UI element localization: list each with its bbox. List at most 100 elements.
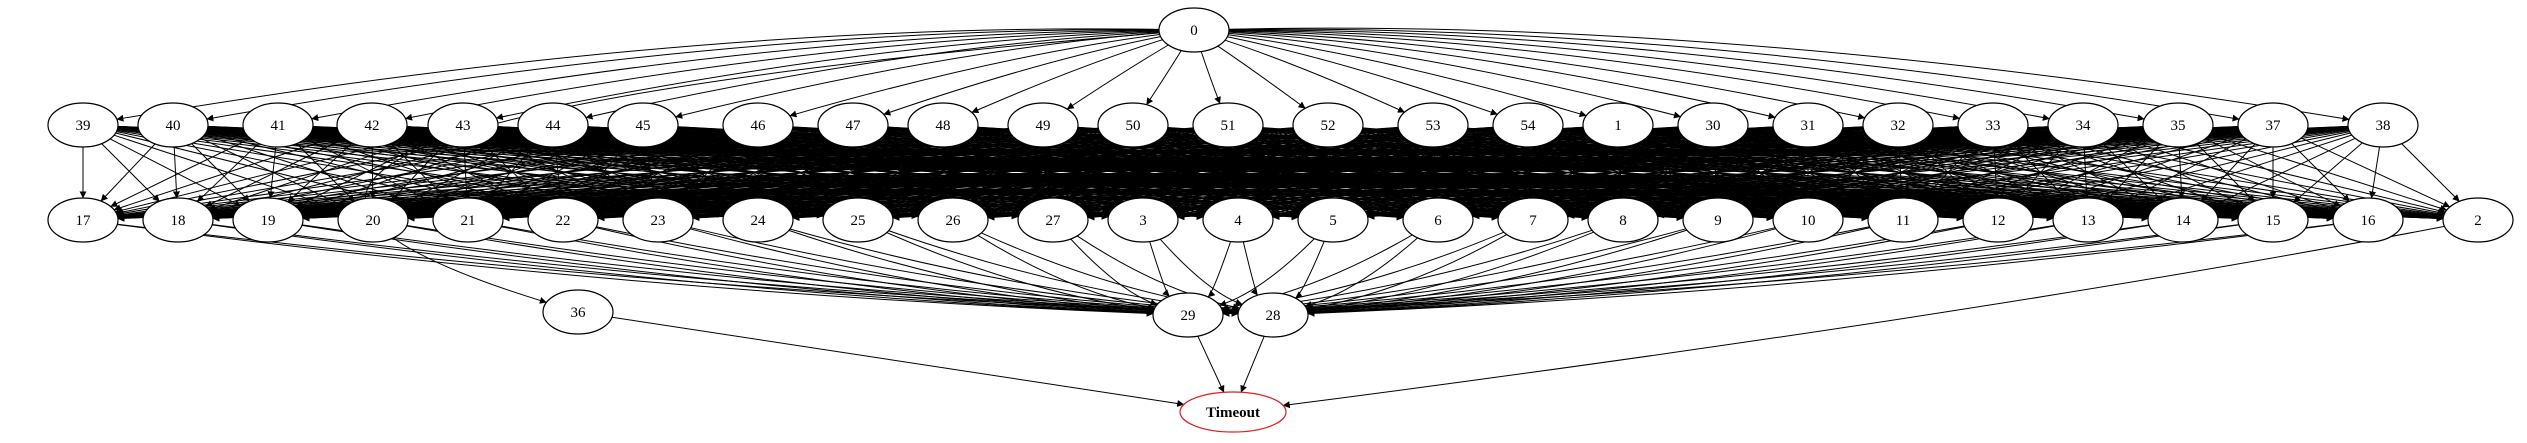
- node-54-label: 54: [1521, 118, 1537, 134]
- edge-0-to-54: [1227, 36, 1498, 116]
- node-41-label: 41: [271, 118, 286, 134]
- node-20-shape: [337, 197, 409, 243]
- node-6-label: 6: [1434, 213, 1442, 229]
- node-32-shape: [1862, 102, 1934, 148]
- node-20-label: 20: [366, 213, 381, 229]
- edge-4-to-29: [1207, 241, 1232, 298]
- node-19-label: 19: [261, 213, 276, 229]
- edge-39-to-18: [101, 143, 160, 202]
- node-40: 40: [137, 102, 209, 148]
- node-16-label: 16: [2361, 213, 2377, 229]
- node-52-label: 52: [1321, 118, 1336, 134]
- node-2-label: 2: [2474, 213, 2482, 229]
- node-33-shape: [1957, 102, 2029, 148]
- node-43: 43: [427, 102, 499, 148]
- node-38: 38: [2347, 102, 2419, 148]
- node-29-shape: [1152, 292, 1224, 338]
- node-Timeout-shape: [1179, 391, 1287, 433]
- edge-0-to-47: [883, 36, 1161, 116]
- edge-42-to-27: [406, 129, 1020, 218]
- edge-21-to-29: [501, 226, 1154, 316]
- node-28-shape: [1237, 292, 1309, 338]
- edge-38-to-26: [987, 126, 2349, 221]
- node-33-label: 33: [1986, 118, 2001, 134]
- edge-26-to-29: [977, 234, 1155, 311]
- node-2-shape: [2442, 197, 2514, 243]
- node-7-shape: [1497, 197, 1569, 243]
- edge-3-to-28: [1159, 238, 1243, 306]
- node-26-shape: [917, 197, 989, 243]
- node-37-shape: [2237, 102, 2309, 148]
- node-17-shape: [47, 197, 119, 243]
- node-11-label: 11: [1896, 213, 1910, 229]
- edge-0-to-34: [1228, 29, 2050, 121]
- edge-0-to-53: [1224, 39, 1405, 113]
- node-29-label: 29: [1181, 308, 1196, 324]
- node-47-shape: [817, 102, 889, 148]
- edge-42-to-17: [113, 134, 342, 212]
- edge-38-to-8: [1656, 128, 2349, 219]
- edge-12-to-29: [1222, 225, 1965, 317]
- node-7-label: 7: [1529, 213, 1537, 229]
- node-53-label: 53: [1426, 118, 1441, 134]
- node-40-label: 40: [166, 118, 181, 134]
- edge-19-to-29: [301, 224, 1154, 317]
- node-13: 13: [2052, 197, 2124, 243]
- node-37: 37: [2237, 102, 2309, 148]
- node-53-shape: [1397, 102, 1469, 148]
- node-10-label: 10: [1801, 213, 1816, 229]
- node-4-shape: [1202, 197, 1274, 243]
- edge-41-to-17: [110, 138, 251, 207]
- node-28: 28: [1237, 292, 1309, 338]
- node-30: 30: [1677, 102, 1749, 148]
- node-27: 27: [1017, 197, 1089, 243]
- node-43-label: 43: [456, 118, 471, 134]
- node-54: 54: [1492, 102, 1564, 148]
- node-38-label: 38: [2376, 118, 2391, 134]
- node-8-shape: [1587, 197, 1659, 243]
- node-18-shape: [142, 197, 214, 243]
- node-17-label: 17: [76, 213, 92, 229]
- edge-0-to-1: [1228, 34, 1587, 118]
- edge-15-to-29: [1222, 224, 2239, 317]
- node-16: 16: [2332, 197, 2404, 243]
- edge-0-to-32: [1228, 30, 1866, 120]
- node-42-label: 42: [365, 118, 380, 134]
- edge-20-to-29: [406, 225, 1154, 317]
- node-52: 52: [1292, 102, 1364, 148]
- node-23-label: 23: [651, 213, 666, 229]
- edge-38-to-13: [2118, 134, 2353, 212]
- node-46-label: 46: [751, 118, 767, 134]
- node-1-label: 1: [1614, 118, 1622, 134]
- edge-47-to-17: [116, 128, 819, 219]
- node-12-label: 12: [1991, 213, 2006, 229]
- edge-51-to-17: [117, 127, 1194, 221]
- edge-53-to-17: [117, 126, 1399, 221]
- edge-32-to-17: [117, 126, 1864, 222]
- node-30-label: 30: [1706, 118, 1721, 134]
- node-50-shape: [1097, 102, 1169, 148]
- edge-0-to-49: [1066, 44, 1169, 110]
- edge-0-to-39: [116, 28, 1160, 122]
- edge-38-to-27: [1087, 127, 2349, 221]
- node-14-shape: [2147, 197, 2219, 243]
- node-35: 35: [2142, 102, 2214, 148]
- node-3-shape: [1107, 197, 1179, 243]
- node-48-shape: [907, 102, 979, 148]
- edge-0-to-52: [1217, 45, 1306, 109]
- node-5-label: 5: [1329, 213, 1337, 229]
- node-27-shape: [1017, 197, 1089, 243]
- node-6-shape: [1402, 197, 1474, 243]
- node-35-shape: [2142, 102, 2214, 148]
- node-53: 53: [1397, 102, 1469, 148]
- node-16-shape: [2332, 197, 2404, 243]
- node-26-label: 26: [946, 213, 962, 229]
- node-22-label: 22: [556, 213, 571, 229]
- node-33: 33: [1957, 102, 2029, 148]
- node-22-shape: [527, 197, 599, 243]
- edge-5-to-28: [1295, 241, 1325, 299]
- node-36-shape: [542, 289, 614, 335]
- node-3-label: 3: [1139, 213, 1147, 229]
- node-52-shape: [1292, 102, 1364, 148]
